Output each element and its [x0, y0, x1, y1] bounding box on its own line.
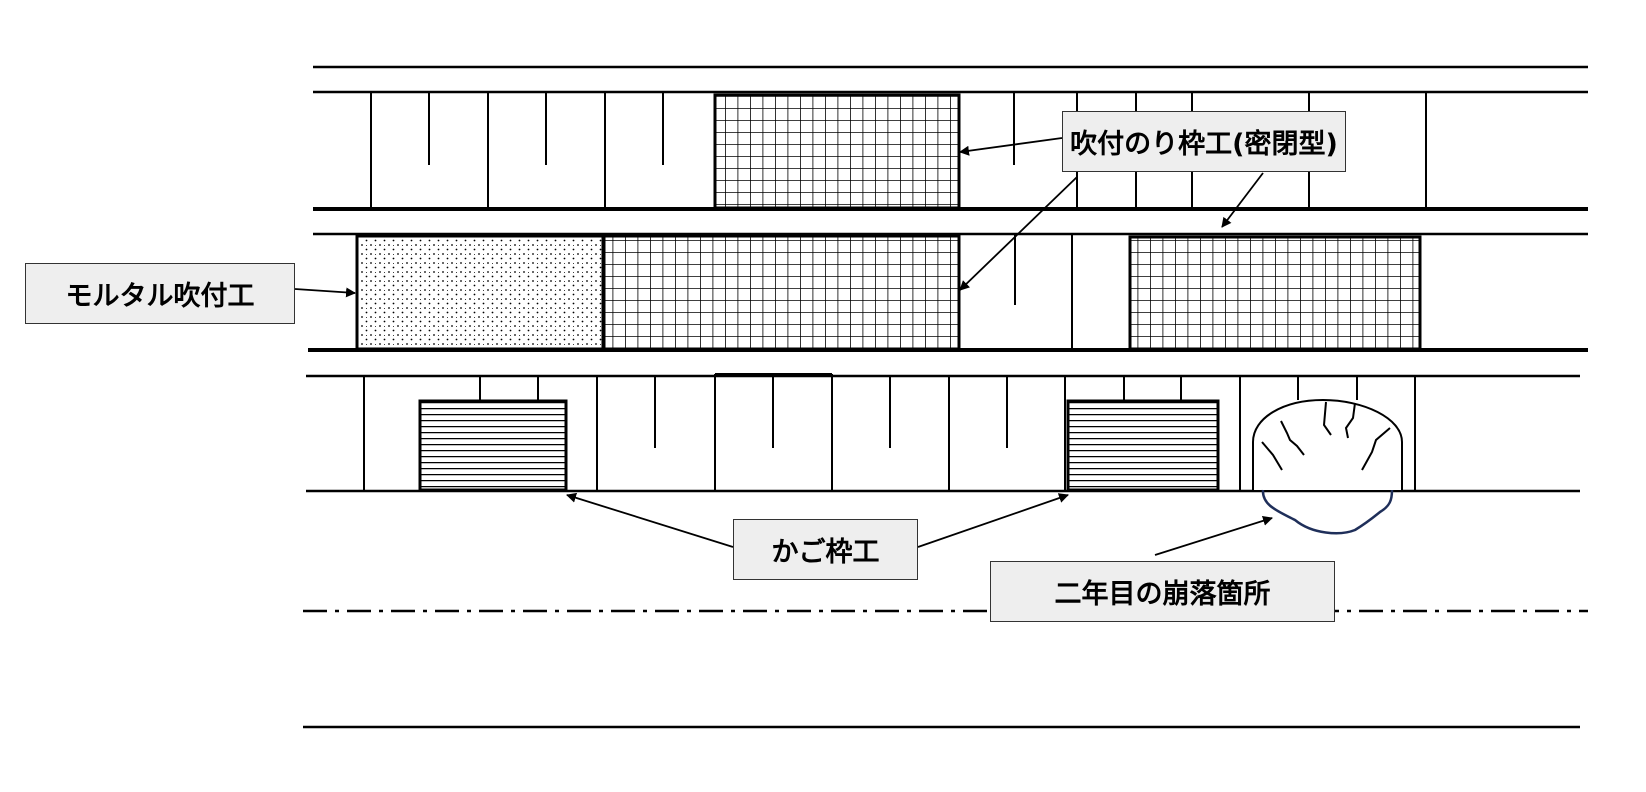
gabion-block-right — [1066, 399, 1220, 492]
row-3-frames — [363, 373, 1416, 491]
mortar-spray-block — [355, 234, 605, 351]
arrow-sealed-frame-row1 — [959, 137, 1063, 156]
arrow-sealed-frame-row2-right — [1221, 172, 1264, 228]
label-gabion: かご枠工 — [733, 519, 918, 580]
arrow-gabion-left — [566, 492, 734, 548]
arrow-mortar — [294, 287, 356, 298]
sealed-frame-block-row2-right — [1128, 235, 1422, 351]
label-sealed-frame: 吹付のり枠工(密閉型) — [1062, 111, 1346, 172]
gabion-block-left — [418, 399, 568, 492]
sealed-frame-block-row2-left — [602, 234, 961, 351]
label-mortar-spray: モルタル吹付工 — [25, 263, 295, 324]
arrow-sealed-frame-row2-left — [959, 176, 1078, 291]
arrow-collapse — [1154, 515, 1273, 556]
sealed-frame-block-row1 — [713, 93, 961, 210]
collapse-area — [1252, 398, 1403, 535]
row-2-frames — [1014, 234, 1073, 350]
label-collapse-location: 二年目の崩落箇所 — [990, 561, 1335, 622]
leader-arrows — [294, 137, 1273, 556]
arrow-gabion-right — [917, 493, 1069, 548]
